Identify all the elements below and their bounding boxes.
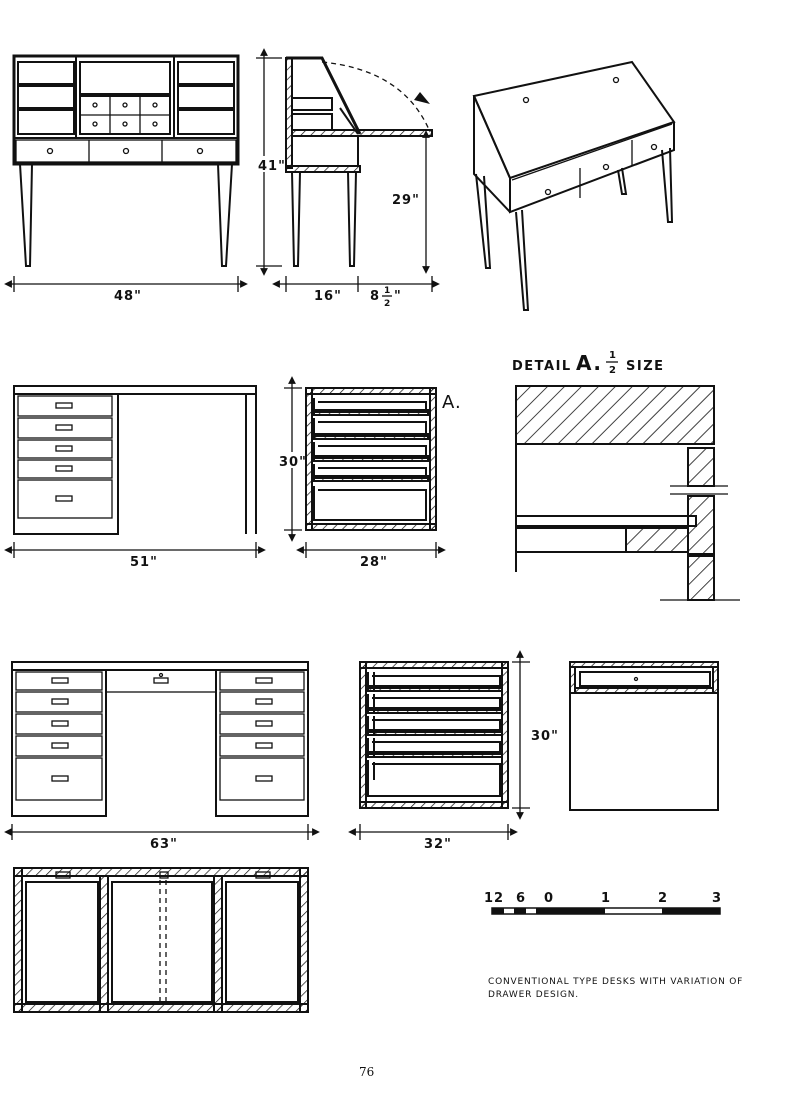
secretary-width-label: 48" — [114, 289, 142, 304]
secretary-side-section — [285, 56, 433, 267]
page-number: 76 — [359, 1065, 374, 1079]
secretary-lid-height-label: 29" — [392, 193, 420, 208]
double-desk-front-elevation — [11, 661, 309, 817]
secretary-height-label: 41" — [258, 159, 286, 174]
detail-scale-numerator: 1 — [609, 350, 617, 361]
desk-width-label: 51" — [130, 555, 158, 570]
secretary-depth-label: 16" — [314, 289, 342, 304]
double-desk-plan — [13, 867, 309, 1013]
extension-denominator: 2 — [384, 299, 391, 309]
caption-line-2: DRAWER DESIGN. — [488, 990, 579, 1000]
secretary-perspective — [472, 60, 676, 311]
desk-section-a: A. — [305, 387, 462, 531]
kneehole-end-section — [569, 661, 719, 811]
secretary-width-dimension: 48" — [4, 276, 248, 304]
double-desk-section-dimensions: 30" 32" — [348, 650, 559, 852]
double-desk-section — [359, 661, 509, 809]
detail-title-suffix: SIZE — [626, 359, 665, 374]
scale-label-1: 1 — [601, 891, 611, 906]
desk-front-elevation — [13, 385, 257, 535]
desk-width-dimension: 51" — [4, 542, 266, 570]
extension-numerator: 1 — [384, 286, 391, 296]
scale-label-12: 12 — [484, 891, 504, 906]
detail-scale-denominator: 2 — [609, 365, 617, 376]
scale-label-3: 3 — [712, 891, 722, 906]
desk-depth-label: 28" — [360, 555, 388, 570]
desk-height-label: 30" — [279, 455, 307, 470]
extension-whole: 8 — [370, 289, 380, 304]
secretary-side-dimensions: 41" 29" 16" 8 1 2 " — [256, 48, 440, 310]
scale-bar: 12 6 0 1 2 3 — [484, 891, 722, 915]
secretary-front-elevation — [12, 54, 240, 267]
scale-label-6: 6 — [516, 891, 526, 906]
section-a-callout: A. — [442, 392, 462, 413]
double-desk-width-label: 63" — [150, 837, 178, 852]
detail-a: DETAIL A. 1 2 SIZE — [512, 350, 740, 601]
extension-inch-mark: " — [394, 289, 402, 304]
scale-label-2: 2 — [658, 891, 668, 906]
double-desk-height-label: 30" — [531, 729, 559, 744]
double-desk-depth-label: 32" — [424, 837, 452, 852]
scale-label-0: 0 — [544, 891, 554, 906]
desk-section-dimensions: 30" 28" — [278, 376, 446, 570]
double-desk-width-dimension: 63" — [4, 824, 320, 852]
detail-title-prefix: DETAIL — [512, 359, 572, 374]
detail-title-letter: A. — [576, 351, 602, 375]
caption-line-1: CONVENTIONAL TYPE DESKS WITH VARIATION O… — [488, 977, 743, 987]
